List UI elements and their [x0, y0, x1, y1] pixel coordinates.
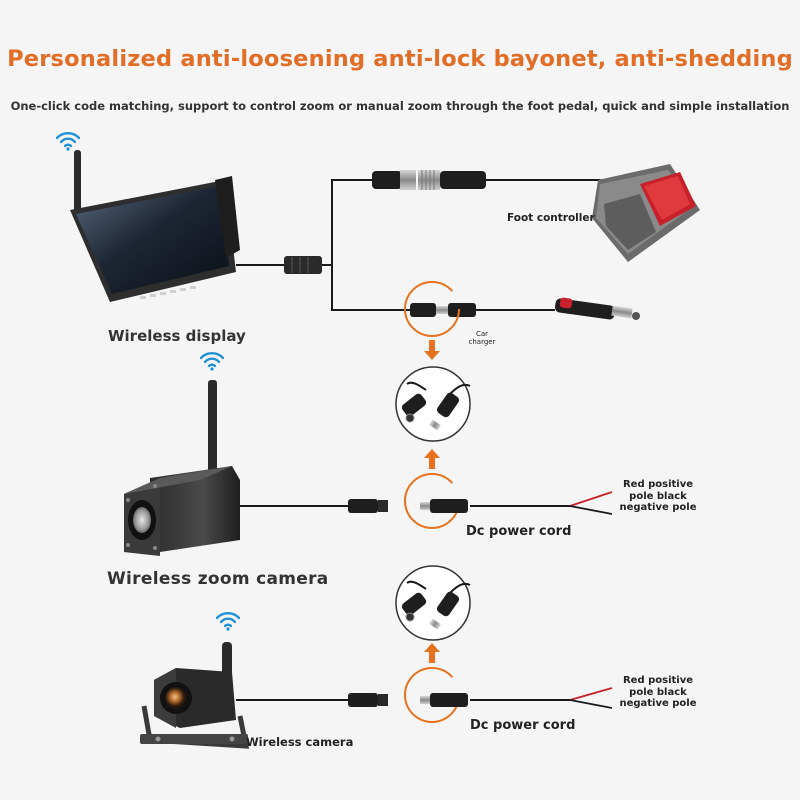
connector-detail-1: [395, 366, 471, 442]
dc-connector-wireless-camera: [348, 693, 468, 707]
wifi-icon: [55, 132, 81, 151]
foot-pedal-grey: [604, 194, 656, 250]
display-sunshade: [215, 176, 240, 258]
aviation-connector: [372, 170, 486, 190]
dc-connector-zoom-camera: [348, 499, 468, 513]
display-antenna: [74, 150, 81, 220]
wireless-zoom-camera: [124, 380, 240, 556]
wireless-camera: [140, 642, 250, 749]
arrow-down-icon: [424, 340, 440, 360]
power-leads-1: [569, 491, 613, 515]
wireless-display-label: Wireless display: [108, 327, 246, 345]
dc-power-cord-label-1: Dc power cord: [466, 524, 572, 539]
cable-splitter: [284, 256, 322, 274]
car-charger-plug: [554, 297, 640, 320]
wireless-display: [70, 150, 240, 302]
wireless-camera-label: Wireless camera: [246, 735, 354, 749]
arrow-up-icon: [424, 449, 440, 469]
foot-controller: [592, 164, 700, 262]
display-cables: [236, 179, 611, 311]
page-title: Personalized anti-loosening anti-lock ba…: [7, 46, 793, 72]
arrow-up-icon: [424, 643, 440, 663]
car-charger-label: Car charger: [468, 330, 496, 346]
display-screen: [76, 186, 229, 294]
dc-power-cord-label-2: Dc power cord: [470, 718, 576, 733]
pole-label-1: Red positive pole black negative pole: [619, 479, 697, 513]
page-subtitle: One-click code matching, support to cont…: [10, 99, 790, 113]
foot-controller-label: Foot controller: [507, 212, 595, 224]
wireless-zoom-camera-label: Wireless zoom camera: [107, 569, 329, 589]
pole-label-2: Red positive pole black negative pole: [619, 675, 697, 709]
dc-connector-display: [410, 303, 476, 317]
power-leads-2: [569, 687, 613, 709]
wifi-icon: [215, 612, 241, 631]
connector-detail-2: [395, 565, 471, 641]
display-buttons: [140, 286, 196, 299]
wifi-icon: [199, 352, 225, 371]
